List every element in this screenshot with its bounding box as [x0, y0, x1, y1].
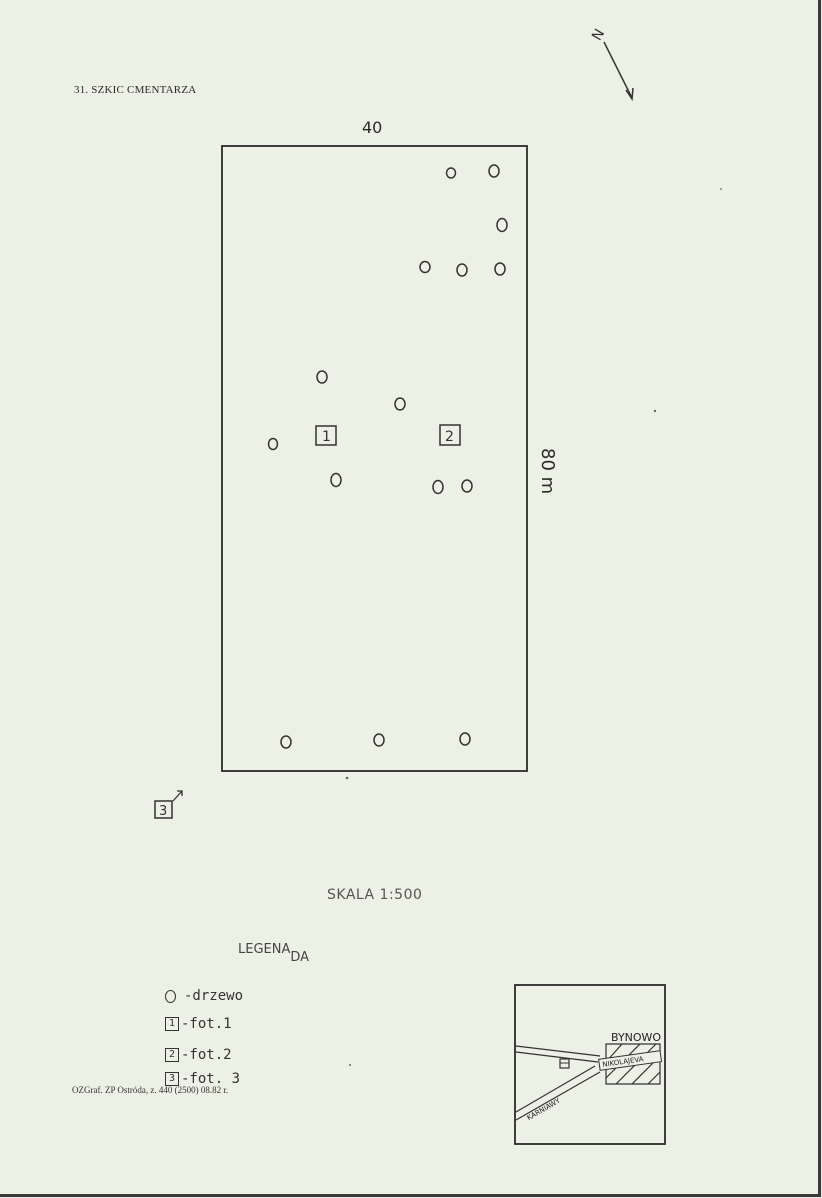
- tree-circle-icon: [165, 989, 176, 1003]
- tree-icon: [459, 732, 471, 746]
- tree-icon: [445, 167, 457, 179]
- photo-marker-2: 2: [439, 424, 461, 446]
- svg-text:2: 2: [445, 429, 454, 445]
- tree-icon: [316, 370, 328, 384]
- box-1-icon: 1: [165, 1017, 179, 1031]
- tree-icon: [432, 479, 444, 495]
- tree-icon: [488, 164, 500, 178]
- scale-label: SKALA 1:500: [327, 887, 423, 903]
- tree-icon: [373, 733, 385, 747]
- tree-icon: [330, 472, 342, 488]
- printer-footer: OZGraf. ZP Ostróda, z. 440 (2500) 08.82 …: [72, 1085, 229, 1095]
- location-map: BYNOWO NIKOLAJEVA KARNIAWY: [514, 984, 666, 1145]
- tree-icon: [267, 437, 279, 451]
- length-dimension: 80 m: [537, 448, 558, 495]
- north-arrow-icon: N: [589, 26, 634, 102]
- page-heading: 31. SZKIC CMENTARZA: [74, 84, 197, 96]
- photo-marker-3: 3: [154, 790, 183, 819]
- box-3-icon: 3: [165, 1072, 179, 1086]
- tree-icon: [461, 479, 473, 493]
- legend-item-tree: -drzewo: [165, 988, 243, 1004]
- svg-text:1: 1: [322, 429, 331, 445]
- legend-item-photo-2: 2 -fot.2: [165, 1047, 232, 1063]
- legend-title: LEGENADA: [238, 942, 310, 965]
- legend-item-photo-3: 3 -fot. 3: [165, 1071, 240, 1087]
- tree-icon: [456, 263, 468, 277]
- photo-marker-1: 1: [315, 425, 337, 446]
- trees: [267, 164, 508, 749]
- map-village-label: BYNOWO: [611, 1031, 661, 1044]
- box-2-icon: 2: [165, 1048, 179, 1062]
- svg-text:3: 3: [159, 804, 167, 819]
- cemetery-boundary: [221, 145, 528, 772]
- north-label: N: [589, 26, 608, 43]
- tree-icon: [494, 262, 506, 276]
- tree-icon: [419, 260, 431, 274]
- paper-specks: [345, 188, 722, 1066]
- legend-item-photo-1: 1 -fot.1: [165, 1016, 232, 1032]
- map-road-label-2: KARNIAWY: [526, 1096, 563, 1122]
- width-dimension: 40: [362, 118, 383, 137]
- tree-icon: [496, 217, 508, 233]
- tree-icon: [280, 735, 292, 749]
- tree-icon: [394, 397, 406, 411]
